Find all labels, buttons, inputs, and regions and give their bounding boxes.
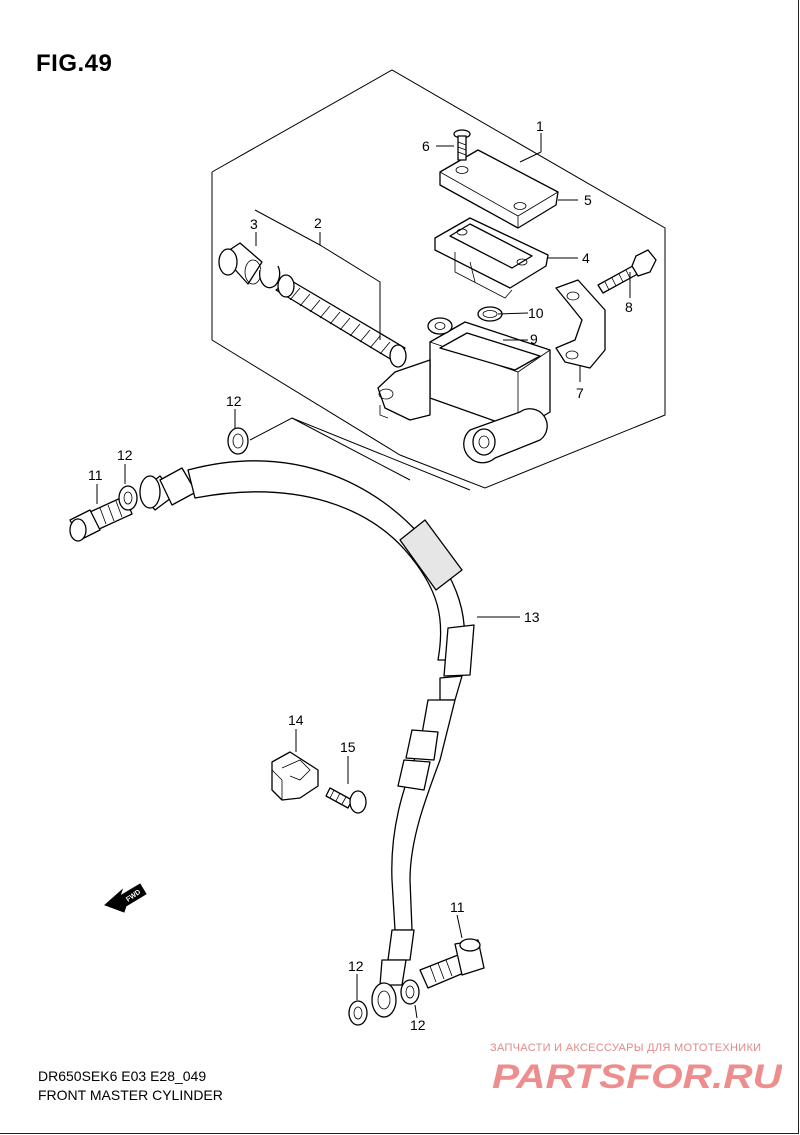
holder-part bbox=[555, 279, 606, 369]
model-code: DR650SEK6 E03 E28_049 bbox=[38, 1068, 207, 1084]
callout-1: 1 bbox=[536, 118, 544, 134]
leader-lines bbox=[96, 133, 631, 1019]
fwd-direction-arrow: FWD bbox=[104, 883, 147, 913]
assembly-outline bbox=[211, 69, 666, 489]
callout-13: 13 bbox=[524, 609, 540, 625]
callout-3: 3 bbox=[250, 216, 258, 232]
callout-2: 2 bbox=[314, 215, 322, 231]
washer-4-part bbox=[400, 979, 420, 1005]
brake-hose-part bbox=[139, 460, 475, 1018]
callout-4: 4 bbox=[582, 250, 590, 266]
watermark-logo: PARTSFOR.RU bbox=[492, 1058, 782, 1094]
callout-labels: 1 2 3 4 5 6 7 8 9 10 11 11 12 12 12 12 1… bbox=[88, 118, 633, 1033]
callout-12-d: 12 bbox=[410, 1017, 426, 1033]
clamp-screw-part bbox=[325, 787, 367, 814]
union-bolt-lower-part bbox=[419, 938, 485, 989]
callout-11-lower: 11 bbox=[450, 899, 465, 915]
master-cylinder-body-part bbox=[377, 317, 551, 464]
o-ring-part bbox=[477, 306, 503, 322]
callout-11-upper: 11 bbox=[88, 467, 103, 483]
figure-title: FIG.49 bbox=[36, 50, 113, 77]
washer-2-part bbox=[118, 485, 138, 511]
callout-8: 8 bbox=[625, 299, 633, 315]
washer-1-part bbox=[227, 427, 249, 455]
callout-12-a: 12 bbox=[226, 393, 242, 409]
callout-7: 7 bbox=[576, 385, 584, 401]
callout-12-b: 12 bbox=[117, 447, 133, 463]
washer-3-part bbox=[348, 1000, 368, 1026]
callout-5: 5 bbox=[584, 192, 592, 208]
diaphragm-part bbox=[434, 217, 549, 299]
callout-6: 6 bbox=[422, 138, 430, 154]
watermark-logo-text: PARTSFOR.RU bbox=[492, 1058, 782, 1094]
callout-15: 15 bbox=[340, 739, 356, 755]
callout-10: 10 bbox=[528, 305, 544, 321]
callout-14: 14 bbox=[288, 712, 304, 728]
hose-clamp-part bbox=[271, 751, 319, 801]
holder-bolt-part bbox=[597, 249, 657, 294]
piston-assembly-part bbox=[275, 274, 407, 368]
circlip-part bbox=[259, 265, 281, 289]
cap-screw-part bbox=[453, 129, 471, 161]
callout-9: 9 bbox=[530, 331, 538, 347]
diagram-name: FRONT MASTER CYLINDER bbox=[38, 1087, 223, 1103]
callout-12-c: 12 bbox=[348, 958, 364, 974]
reservoir-cap-part bbox=[439, 149, 559, 229]
dust-boot-part bbox=[218, 242, 263, 285]
watermark-tagline: ЗАПЧАСТИ И АКСЕССУАРЫ ДЛЯ МОТОТЕХНИКИ bbox=[490, 1042, 762, 1054]
